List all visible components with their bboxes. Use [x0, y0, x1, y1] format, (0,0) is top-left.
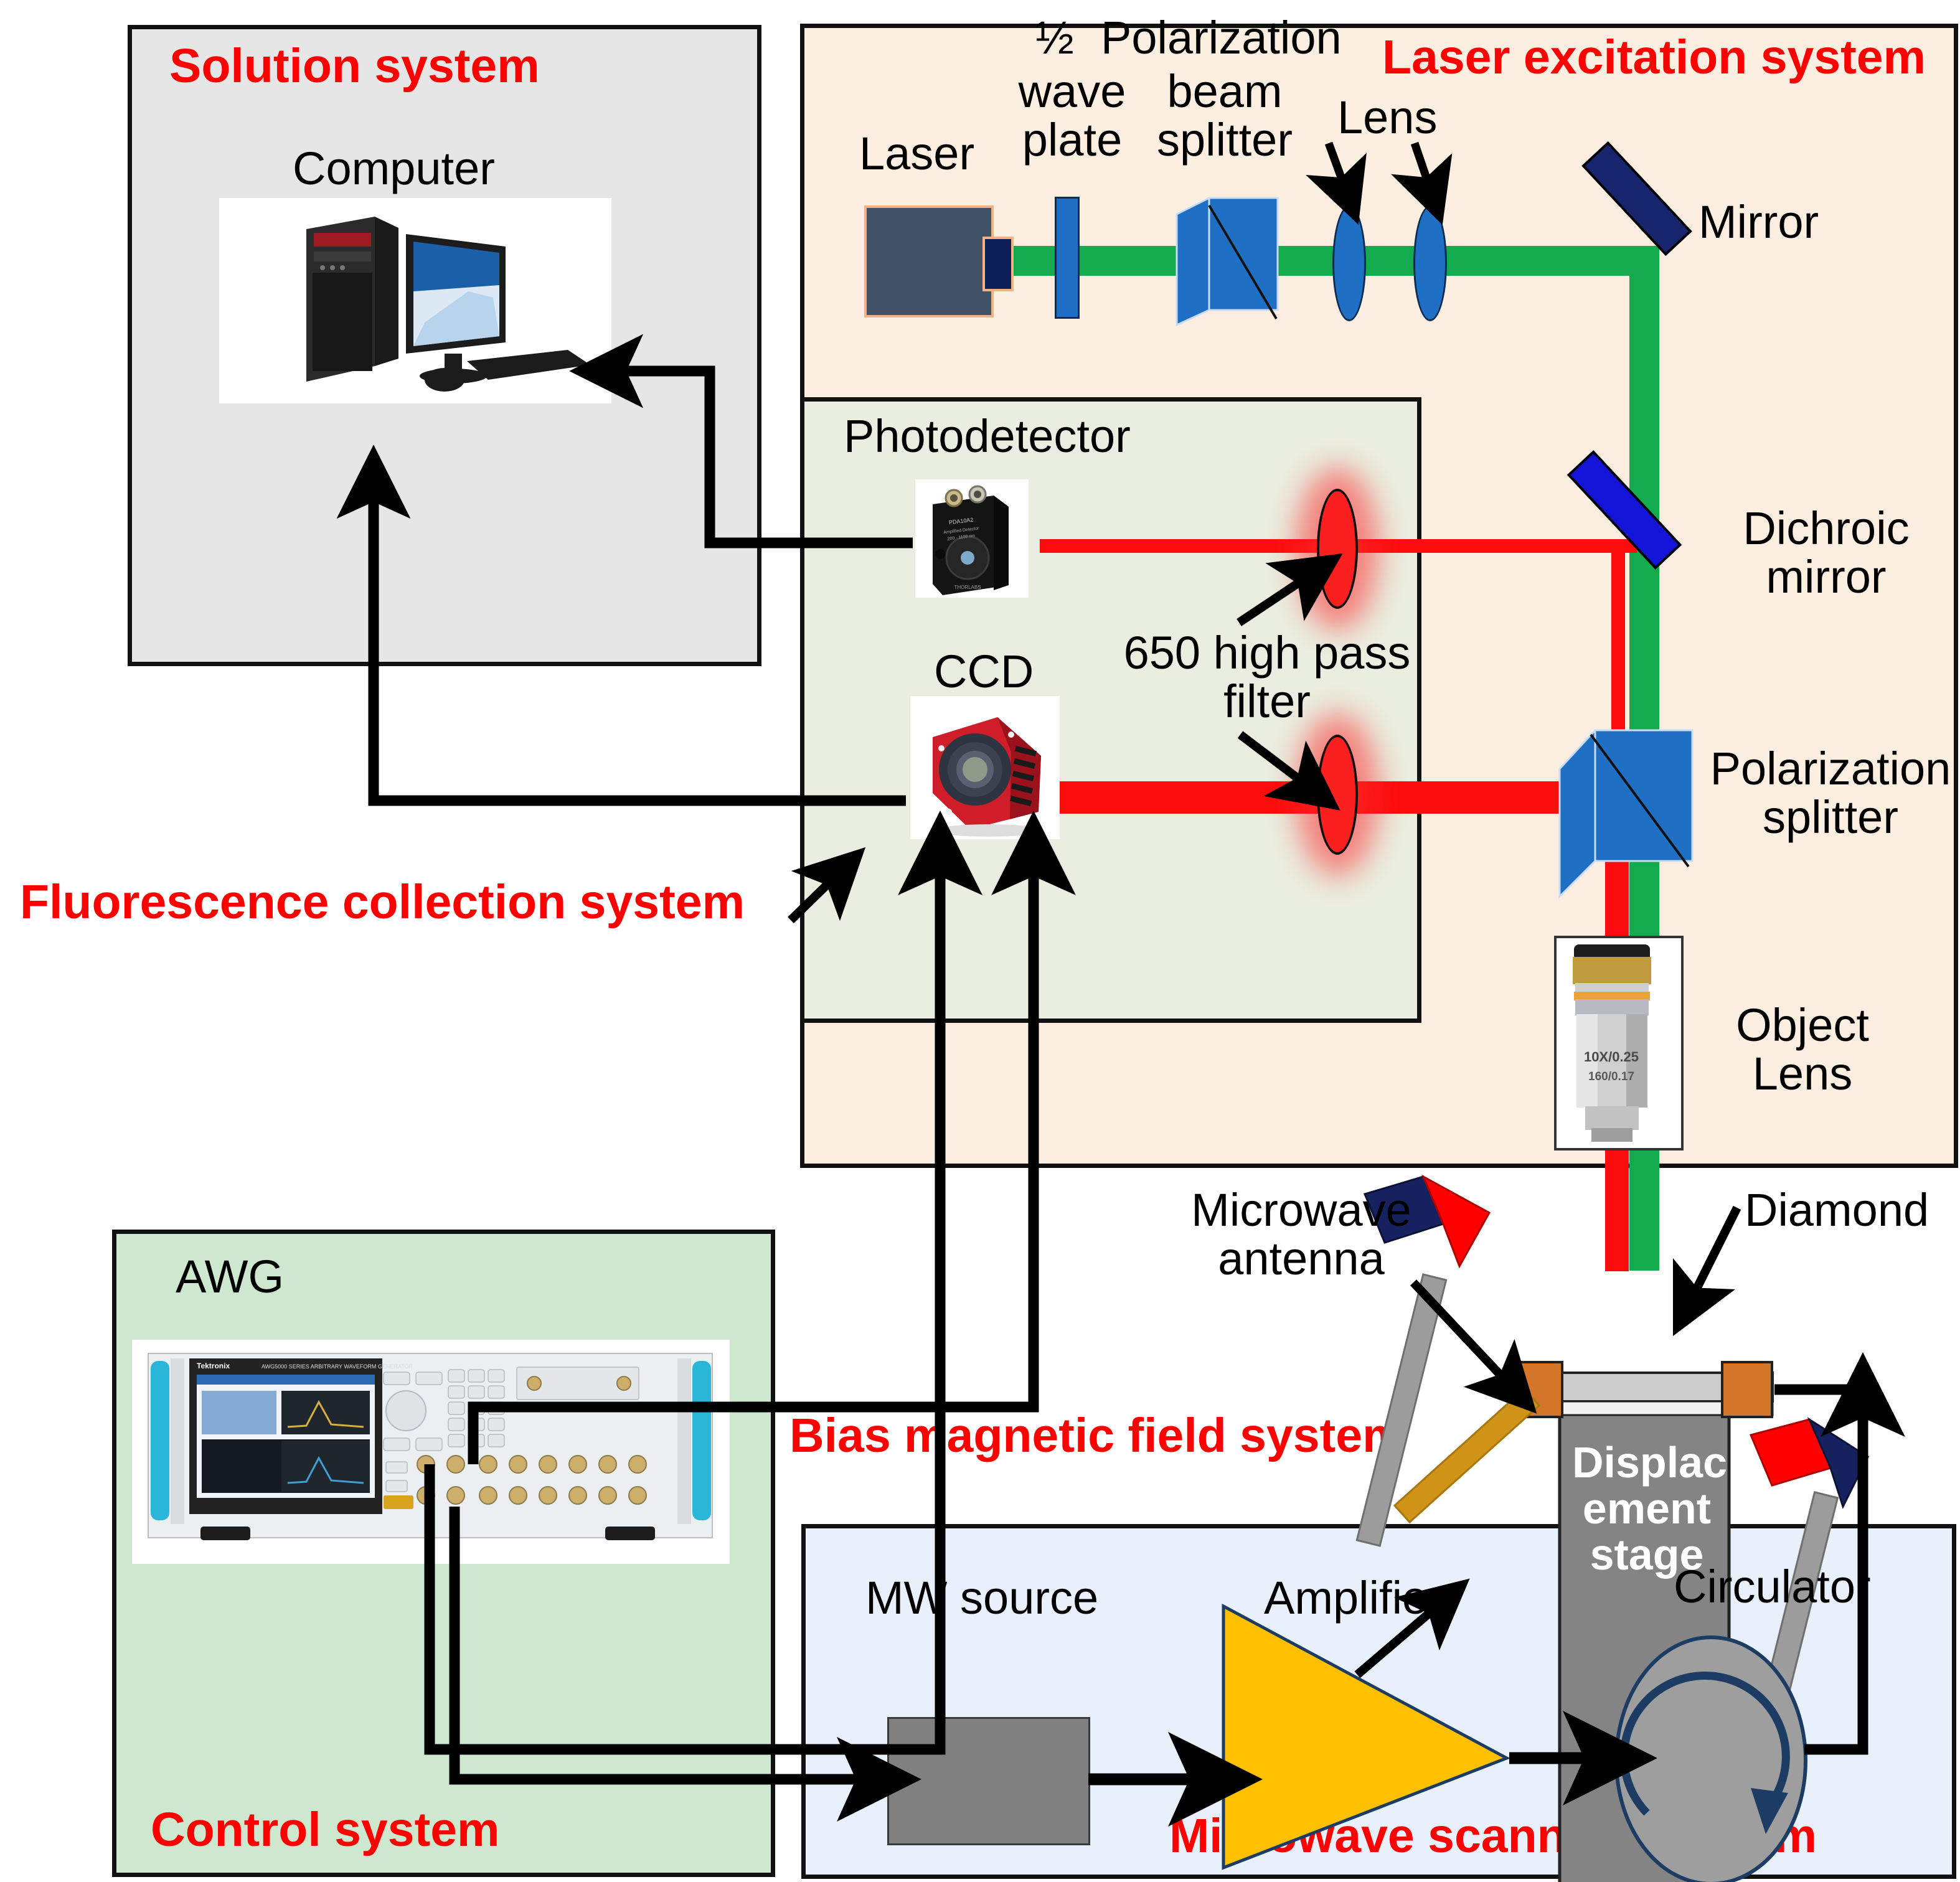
laser-output-aperture	[982, 237, 1014, 291]
computer-image	[219, 198, 611, 403]
high-pass-filter-label: 650 high pass filter	[1123, 627, 1411, 728]
photodetector-label: Photodetector	[844, 410, 1131, 462]
mw-source-label: MW source	[865, 1572, 1099, 1624]
panel-title-fluorescence-collection: Fluorescence collection system	[20, 875, 745, 929]
red-beam-dichroic-down	[1611, 539, 1625, 732]
dichroic-mirror-label: Dichroic mirror	[1743, 502, 1910, 603]
half-wave-plate	[1055, 197, 1080, 319]
high-pass-filter-photodetector	[1317, 489, 1358, 609]
svg-text:Tektronix: Tektronix	[197, 1362, 230, 1370]
svg-text:AWG5000 SERIES ARBITRARY WAV: AWG5000 SERIES ARBITRARY WAVEFORM GENERA…	[261, 1363, 413, 1370]
green-beam-horizontal	[996, 246, 1629, 276]
svg-text:THORLABS: THORLABS	[954, 585, 981, 590]
circulator-label: Circulator	[1674, 1561, 1871, 1612]
half-wave-plate-label: wave plate	[1018, 65, 1126, 166]
photodetector-image: PDA10A2 Amplified Detector 200 - 1100 nm…	[915, 479, 1029, 598]
polarization-splitter-label: Polarization splitter	[1710, 743, 1951, 844]
high-pass-filter-ccd	[1317, 735, 1358, 855]
mirror-label: Mirror	[1699, 196, 1819, 248]
panel-title-laser-excitation: Laser excitation system	[1382, 31, 1926, 84]
lens-1	[1332, 205, 1366, 321]
microwave-antenna-label: Microwave antenna	[1191, 1184, 1411, 1285]
object-lens-label: Object Lens	[1736, 999, 1869, 1100]
svg-text:10X/0.25: 10X/0.25	[1584, 1049, 1639, 1065]
diamond-label: Diamond	[1745, 1184, 1929, 1236]
ccd-label: CCD	[934, 646, 1034, 697]
laser-source-body	[864, 205, 994, 318]
panel-title-bias-magnetic-field: Bias magnetic field system	[789, 1409, 1405, 1462]
lens-label: Lens	[1337, 92, 1438, 143]
laser-label: Laser	[859, 128, 975, 179]
awg-image: Tektronix AWG5000 SERIES ARBITRARY WAVEF…	[132, 1340, 730, 1564]
amplifier-label: Amplifier	[1264, 1572, 1443, 1624]
polarization-beam-splitter-top-label: Polarization	[1101, 12, 1342, 64]
panel-title-microwave-scanning: Microwave scanning system	[1169, 1809, 1817, 1863]
ccd-image	[910, 696, 1060, 839]
lens-2	[1413, 205, 1447, 321]
svg-text:PDA10A2: PDA10A2	[948, 517, 973, 526]
panel-title-solution: Solution system	[169, 39, 540, 93]
red-beam-ccd	[1040, 781, 1591, 814]
polarization-beam-splitter-label: beam splitter	[1157, 65, 1293, 166]
objective-lens-image: 10X/0.25 160/0.17	[1554, 936, 1684, 1150]
computer-label: Computer	[293, 143, 495, 194]
displacement-stage-label: Displac ement stage	[1572, 1438, 1727, 1579]
panel-title-control-system: Control system	[151, 1803, 500, 1856]
mw-source-box	[887, 1717, 1090, 1845]
half-wave-fraction-label: ½	[1035, 12, 1074, 64]
svg-text:160/0.17: 160/0.17	[1588, 1070, 1634, 1083]
awg-label: AWG	[176, 1251, 285, 1302]
